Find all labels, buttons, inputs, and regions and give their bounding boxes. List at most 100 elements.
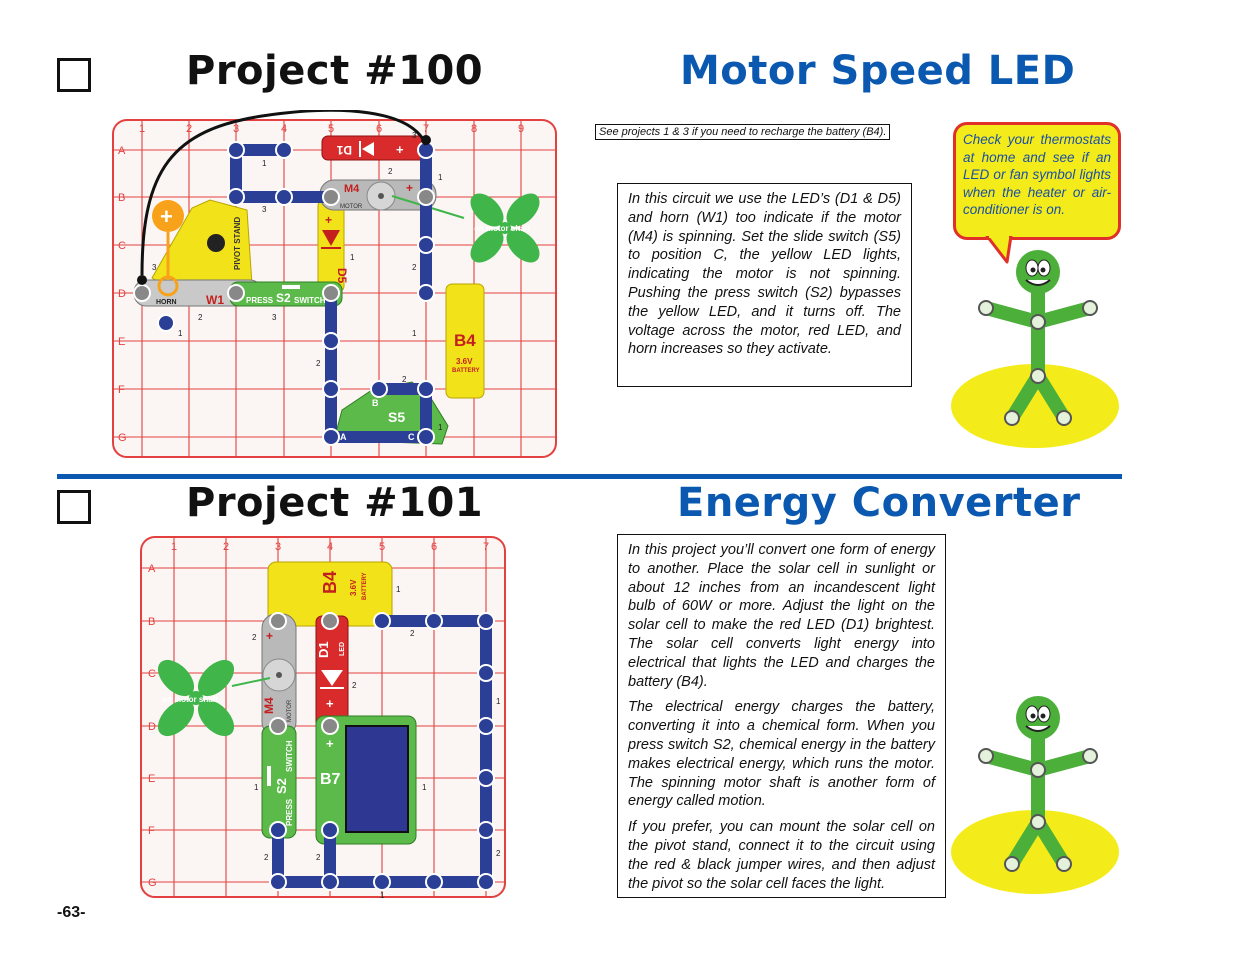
pivot-stand-label: PIVOT STAND (233, 217, 242, 270)
motor-label: MOTOR (340, 204, 363, 210)
svg-text:2: 2 (496, 849, 501, 858)
row-label: C (148, 668, 156, 680)
col-label: 3 (275, 541, 281, 553)
motor-shaft-label: on motor shaft (474, 224, 530, 233)
b4-battery: BATTERY (452, 368, 480, 374)
tip-text: Check your thermostats at home and see i… (963, 132, 1111, 218)
d1-label: D1 (336, 143, 352, 157)
project-101-description: In this project you’ll convert one form … (617, 534, 946, 898)
row-label: F (118, 384, 125, 396)
row-label: F (148, 825, 155, 837)
horn-label: HORN (156, 299, 177, 306)
m4-label: M4 (262, 697, 276, 714)
svg-text:1: 1 (438, 423, 443, 432)
led-label: LED (339, 642, 346, 656)
d5-label: D5 (335, 268, 349, 284)
project-101-paragraph: If you prefer, you can mount the solar c… (628, 819, 935, 892)
svg-text:1: 1 (350, 253, 355, 262)
col-label: 6 (431, 541, 437, 553)
row-label: D (148, 721, 156, 733)
row-label: E (118, 336, 125, 348)
row-label: B (118, 192, 125, 204)
d1-label: D1 (316, 641, 331, 658)
b4-battery: BATTERY (362, 572, 368, 600)
col-label: 1 (171, 541, 177, 553)
motor-shaft-label: on motor shaft (162, 695, 218, 704)
col-label: 7 (483, 541, 489, 553)
project-100-title: Project #100 (186, 48, 484, 94)
svg-text:1: 1 (396, 585, 401, 594)
s2-label: S2 (276, 291, 291, 305)
snappy-mascot-icon (951, 250, 1119, 448)
svg-text:3: 3 (262, 205, 267, 214)
col-label: 4 (327, 541, 333, 553)
svg-text:1: 1 (254, 783, 259, 792)
snappy-mascot-icon (951, 696, 1119, 894)
page-number: -63- (57, 904, 86, 921)
project-100-description-text: In this circuit we use the LED’s (D1 & D… (628, 191, 901, 358)
svg-text:3: 3 (272, 313, 277, 322)
row-label: A (118, 145, 126, 157)
svg-text:1: 1 (262, 159, 267, 168)
col-label: 1 (139, 123, 145, 135)
motor-label: MOTOR (287, 699, 293, 722)
switch-label: SWITCH (294, 296, 326, 305)
m4-plus: + (406, 181, 413, 195)
row-label: G (118, 432, 127, 444)
s5-pos-c: C (408, 432, 415, 442)
col-label: 6 (376, 123, 382, 135)
project-101-name: Energy Converter (677, 480, 1081, 526)
col-label: 2 (223, 541, 229, 553)
project-101-paragraph: In this project you’ll convert one form … (628, 542, 935, 690)
svg-text:1: 1 (438, 173, 443, 182)
w1-label: W1 (206, 293, 224, 307)
col-label: 5 (328, 123, 334, 135)
press-label: PRESS (285, 798, 294, 826)
tip-speech-bubble: Check your thermostats at home and see i… (953, 122, 1121, 240)
svg-text:1: 1 (178, 329, 183, 338)
col-label: 2 (186, 123, 192, 135)
row-label: E (148, 773, 155, 785)
section-divider (57, 474, 1122, 479)
m4-label: M4 (344, 183, 360, 195)
col-label: 8 (471, 123, 477, 135)
svg-text:1: 1 (380, 891, 385, 898)
project-100-description: In this circuit we use the LED’s (D1 & D… (617, 183, 912, 387)
svg-text:2: 2 (264, 853, 269, 862)
s5-label: S5 (388, 409, 405, 425)
col-label: 5 (379, 541, 385, 553)
svg-text:3: 3 (412, 131, 417, 140)
recharge-note: See projects 1 & 3 if you need to rechar… (595, 124, 891, 140)
row-label: G (148, 877, 157, 889)
svg-text:2: 2 (352, 681, 357, 690)
project-100-checkbox[interactable] (57, 58, 91, 92)
b4-volt: 3.6V (349, 579, 358, 596)
svg-text:1: 1 (412, 329, 417, 338)
row-label: D (118, 288, 126, 300)
s5-pos-a: A (340, 432, 347, 442)
project-101-circuit-diagram: 1 2 3 4 5 6 7 A B C D E F G B4 3.6V BATT… (140, 536, 506, 898)
s2-label: S2 (274, 778, 289, 794)
d1-plus: + (326, 696, 334, 711)
s5-pos-b: B (372, 398, 379, 408)
m4-plus: + (266, 629, 273, 643)
row-label: A (148, 563, 156, 575)
row-label: C (118, 240, 126, 252)
col-label: 3 (233, 123, 239, 135)
b7-plus: + (326, 736, 334, 751)
b4-label: B4 (320, 571, 340, 594)
press-label: PRESS (246, 296, 274, 305)
svg-text:1: 1 (422, 783, 427, 792)
col-label: 9 (518, 123, 524, 135)
project-100-circuit-diagram: 1 2 3 4 5 6 7 8 9 A B C D E F G PIVOT ST… (112, 110, 557, 458)
speech-bubble-tail (985, 236, 1013, 264)
d1-plus: + (396, 142, 404, 157)
d5-plus: + (325, 213, 332, 227)
col-label: 4 (281, 123, 287, 135)
svg-text:2: 2 (198, 313, 203, 322)
svg-text:2: 2 (388, 167, 393, 176)
col-label: 7 (423, 123, 429, 135)
switch-label: SWITCH (285, 740, 294, 772)
project-101-checkbox[interactable] (57, 490, 91, 524)
project-100-name: Motor Speed LED (680, 48, 1076, 94)
